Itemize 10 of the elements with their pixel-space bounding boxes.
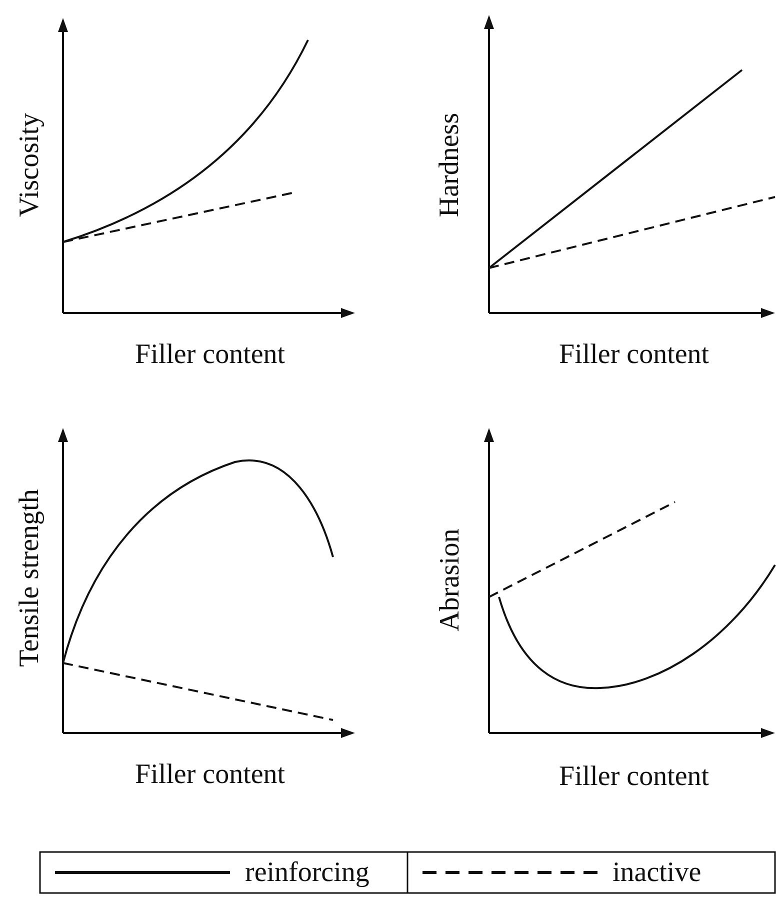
y-axis-title: Tensile strength	[16, 489, 44, 667]
legend-label: reinforcing	[245, 858, 370, 886]
x-axis-title: Filler content	[135, 341, 286, 369]
y-axis-title: Abrasion	[436, 528, 464, 632]
y-axis-title: Viscosity	[16, 112, 44, 218]
y-axis-title: Hardness	[436, 112, 464, 218]
x-axis-title: Filler content	[559, 341, 710, 369]
legend-label: inactive	[612, 858, 702, 886]
x-axis-title: Filler content	[135, 761, 286, 789]
x-axis-title: Filler content	[559, 763, 710, 791]
